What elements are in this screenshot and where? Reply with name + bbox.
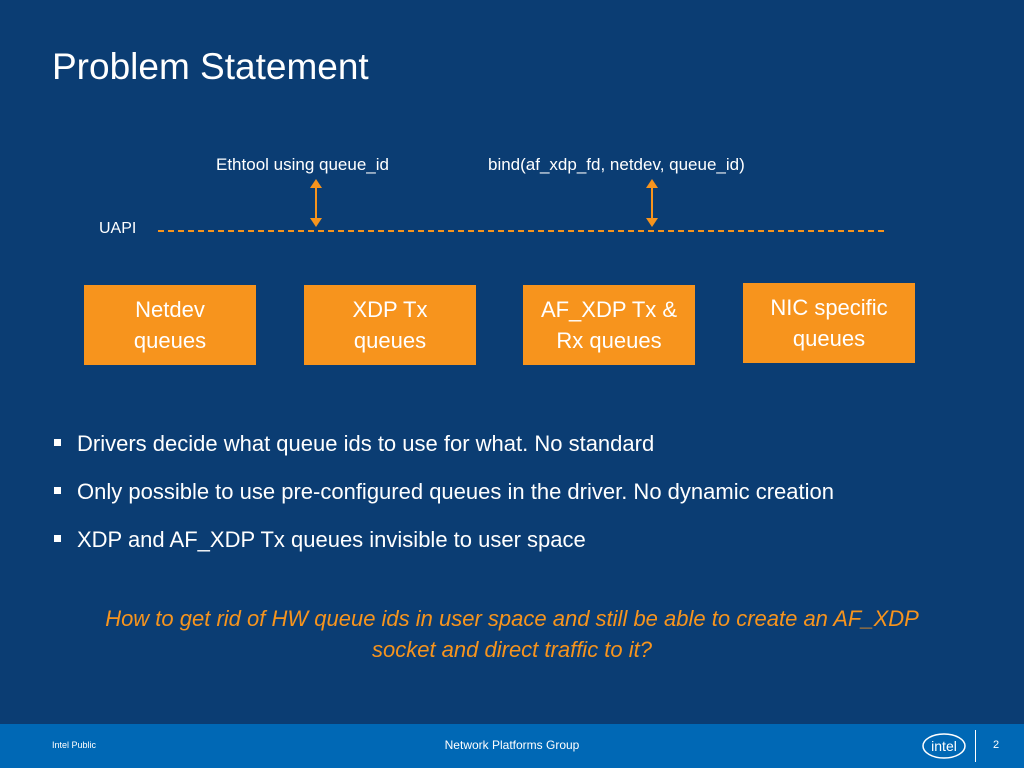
box-line: queues (353, 328, 427, 353)
box-line: queues (133, 328, 207, 353)
bullet-list: Drivers decide what queue ids to use for… (52, 428, 952, 572)
key-question: How to get rid of HW queue ids in user s… (105, 606, 919, 662)
bind-api-label: bind(af_xdp_fd, netdev, queue_id) (488, 155, 745, 174)
ethtool-double-arrow-icon (310, 179, 322, 227)
xdp-tx-queues-box: XDP Tx queues (304, 285, 476, 365)
box-line: Rx queues (556, 328, 662, 353)
box-line: queues (792, 326, 866, 351)
bind-double-arrow-icon (646, 179, 658, 227)
bullet-item: XDP and AF_XDP Tx queues invisible to us… (52, 524, 952, 555)
bullet-item: Only possible to use pre-configured queu… (52, 476, 952, 507)
square-bullet-icon (54, 439, 61, 446)
group-name: Network Platforms Group (444, 738, 580, 752)
box-line: NIC specific (770, 295, 888, 320)
uapi-label: UAPI (99, 220, 137, 237)
bullet-text: XDP and AF_XDP Tx queues invisible to us… (77, 527, 586, 552)
box-line: XDP Tx (352, 297, 428, 322)
footer-bar: Intel Public Network Platforms Group int… (0, 724, 1024, 768)
netdev-queues-box: Netdev queues (84, 285, 256, 365)
square-bullet-icon (54, 487, 61, 494)
nic-specific-queues-box: NIC specific queues (743, 283, 915, 363)
slide-title: Problem Statement (52, 46, 369, 87)
af-xdp-queues-box: AF_XDP Tx & Rx queues (523, 285, 695, 365)
intel-logo-text: intel (931, 738, 957, 754)
box-line: Netdev (135, 297, 205, 322)
classification-label: Intel Public (52, 740, 97, 750)
page-number: 2 (993, 739, 1000, 751)
box-line: AF_XDP Tx & (540, 297, 678, 322)
bullet-text: Drivers decide what queue ids to use for… (77, 431, 655, 456)
ethtool-api-label: Ethtool using queue_id (216, 155, 389, 174)
intel-logo-icon: intel (922, 733, 966, 759)
bullet-text: Only possible to use pre-configured queu… (77, 479, 834, 504)
uapi-boundary-line (158, 230, 884, 232)
footer-divider (975, 730, 976, 762)
bullet-item: Drivers decide what queue ids to use for… (52, 428, 952, 459)
square-bullet-icon (54, 535, 61, 542)
